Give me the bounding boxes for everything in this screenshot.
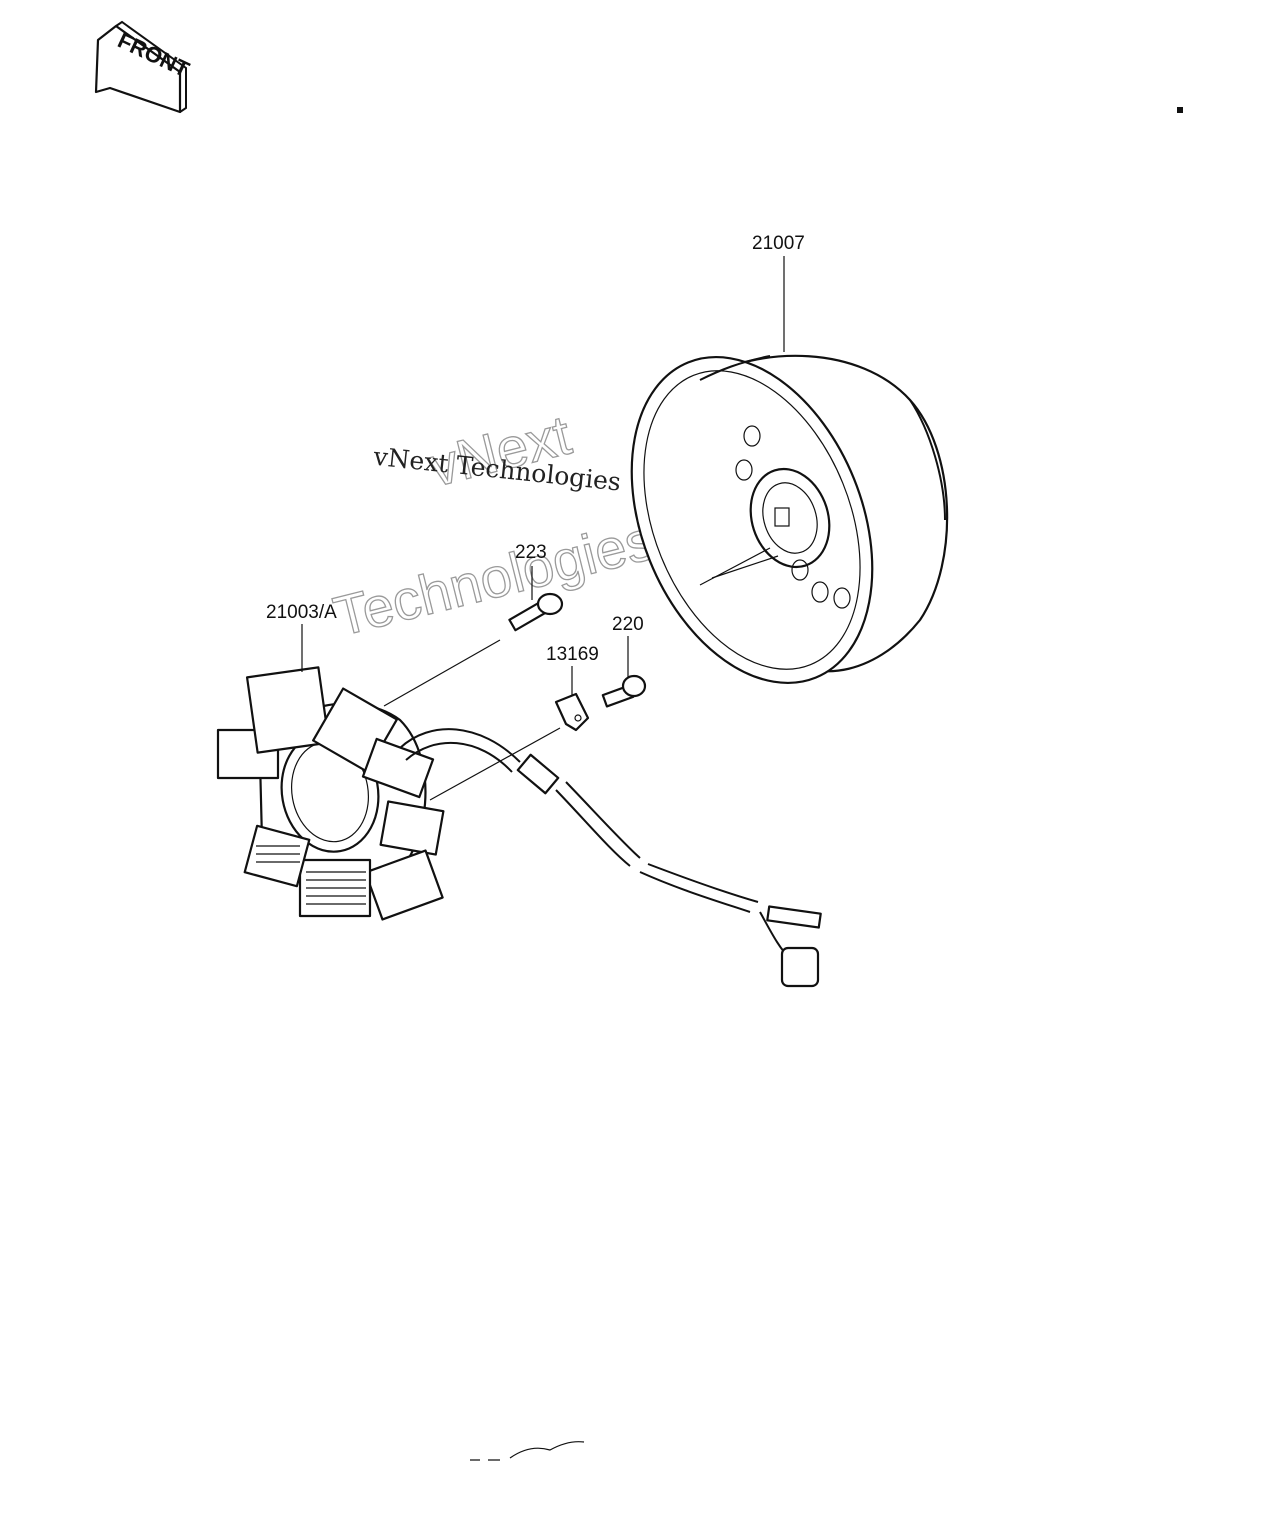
- watermark: vNext Technologies vNext Technologies: [327, 402, 661, 649]
- callout-223: 223: [515, 542, 547, 563]
- front-arrow-icon: FRONT: [94, 20, 194, 114]
- callout-21007: 21007: [752, 233, 805, 254]
- callout-220: 220: [612, 614, 644, 635]
- flywheel-rotor: [630, 354, 949, 685]
- watermark-fragment: [470, 1441, 585, 1461]
- leader-clamp-ext: [429, 727, 561, 801]
- leader-bolt-223-ext: [383, 639, 501, 707]
- wire-harness: [399, 728, 822, 988]
- bolt-220: [601, 674, 647, 708]
- watermark-line2: Technologies: [328, 508, 660, 648]
- bolt-223: [508, 592, 564, 632]
- clamp-13169: [554, 692, 590, 732]
- stator-assembly: [216, 666, 445, 921]
- callout-13169: 13169: [546, 644, 599, 665]
- callout-21003-a: 21003/A: [266, 602, 337, 623]
- corner-mark: [1177, 107, 1183, 113]
